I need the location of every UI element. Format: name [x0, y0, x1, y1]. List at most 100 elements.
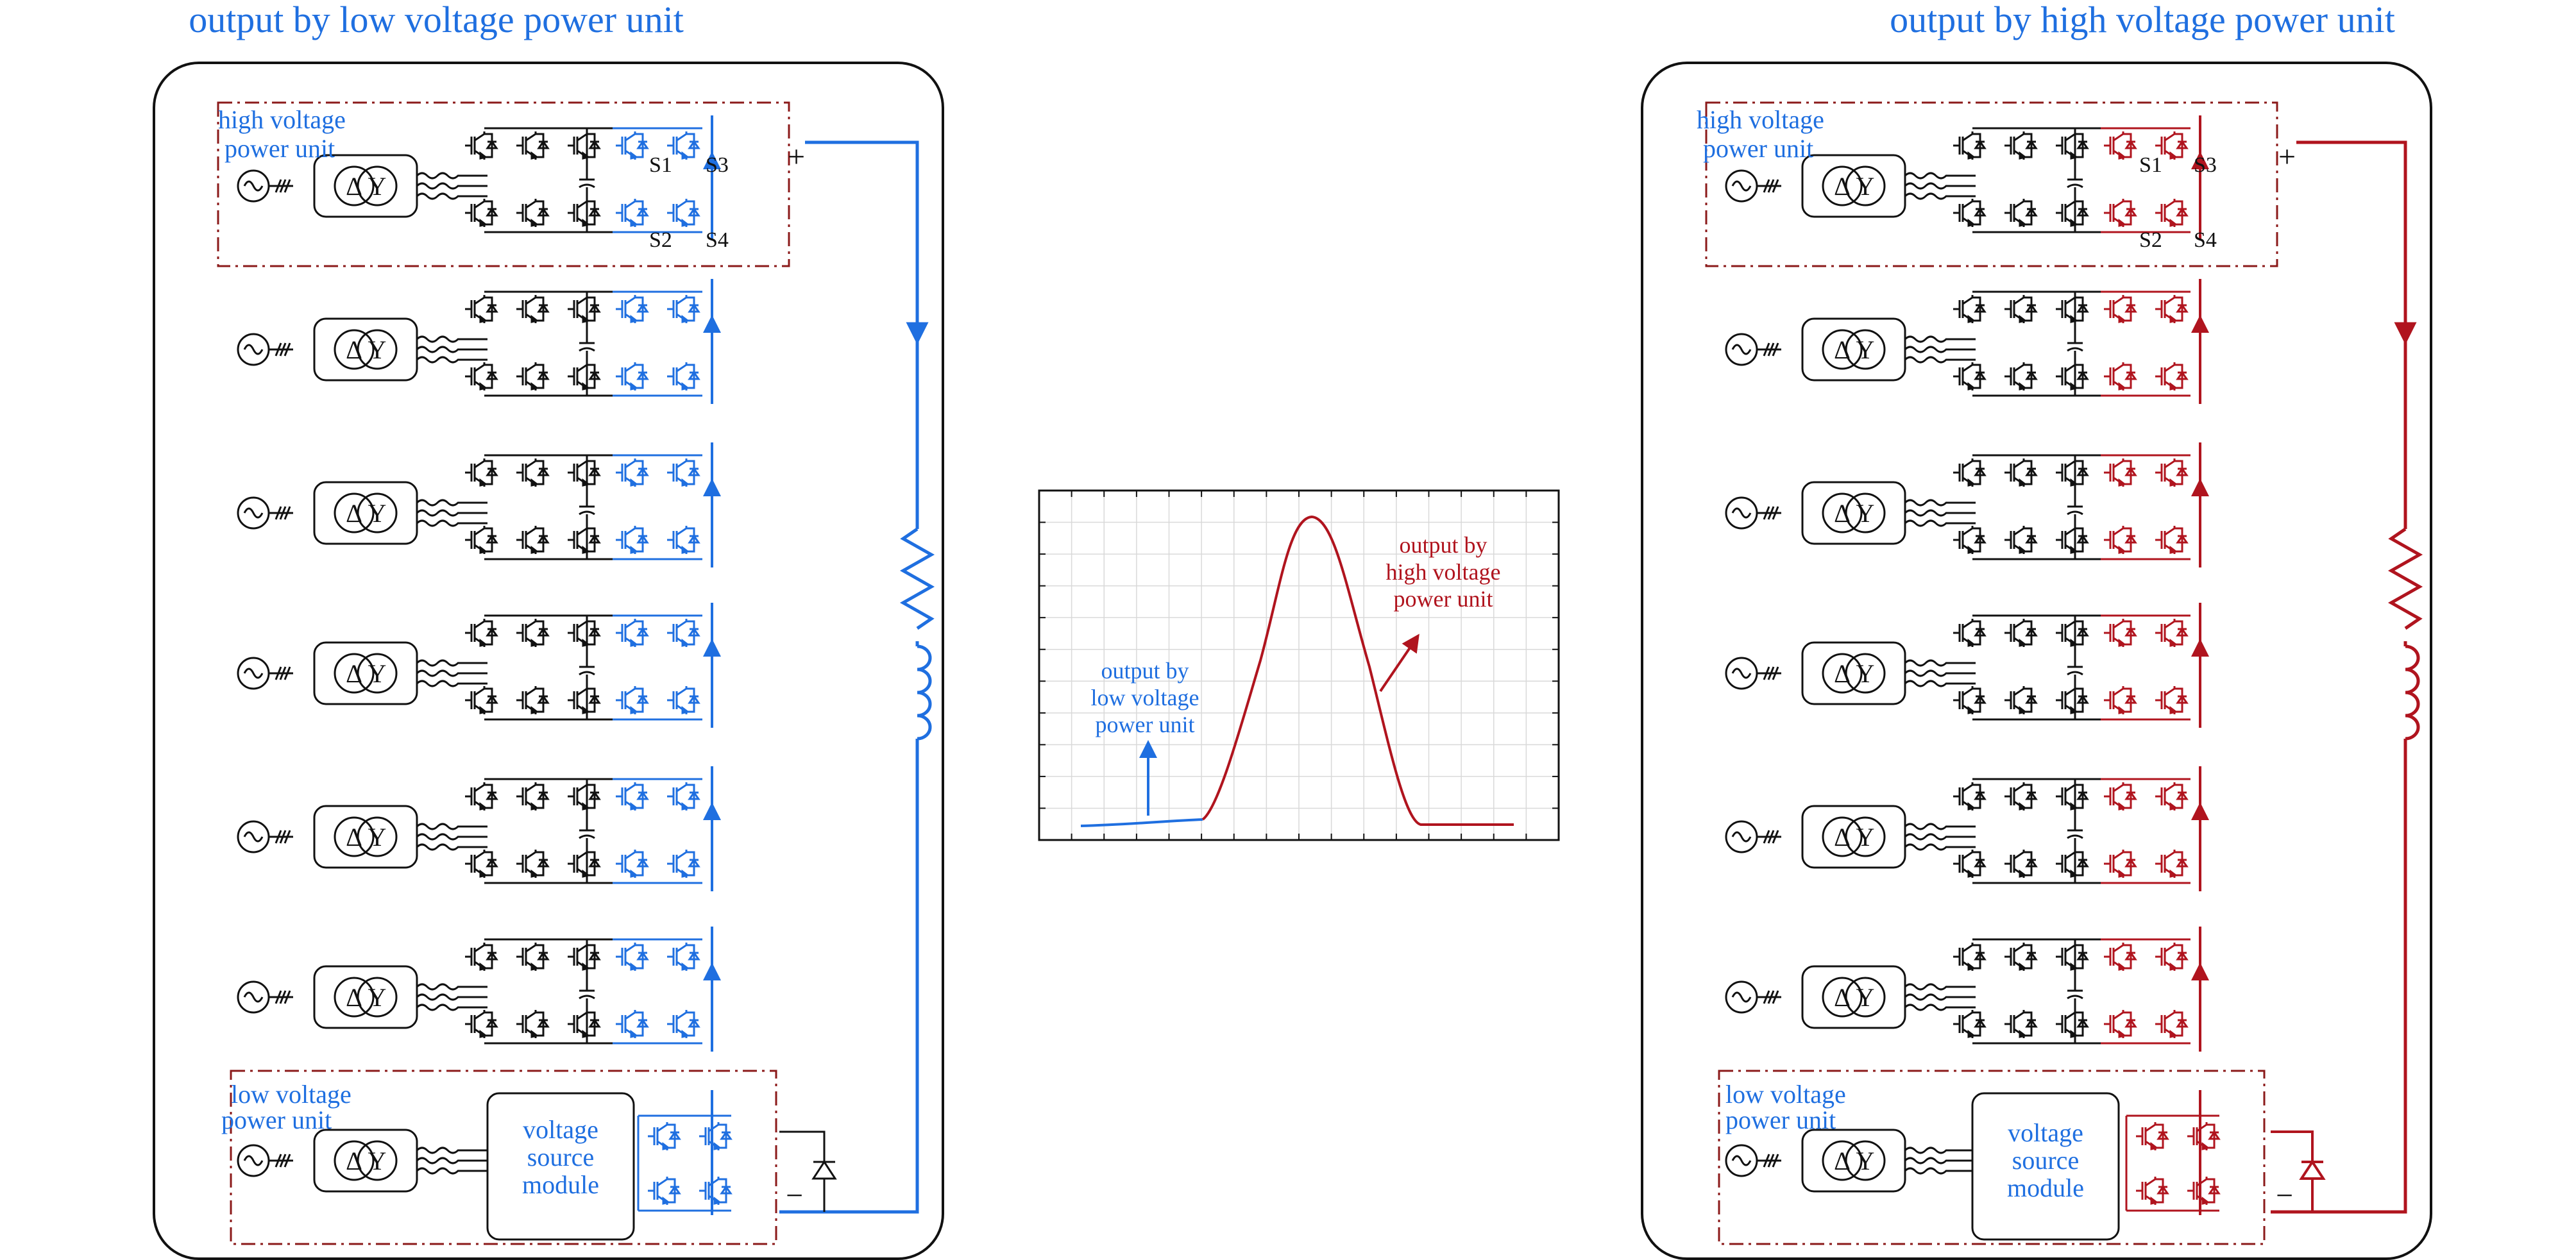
- high-voltage-output-curve: [1201, 515, 1514, 826]
- left-vsm-label-line2: source: [527, 1143, 594, 1172]
- igbt-switch-icon: [465, 782, 498, 811]
- transformer-output-leads: [416, 335, 487, 364]
- left-hv-unit-label-line2: power unit: [225, 134, 335, 163]
- igbt-switch-icon: [568, 458, 601, 487]
- ac-source-icon: [237, 1144, 293, 1177]
- igbt-switch-icon: [2004, 619, 2038, 647]
- left-switch-s3: S3: [706, 153, 729, 177]
- right-panel-frame: [1641, 62, 2432, 1260]
- right-vsm-label-line2: source: [2012, 1146, 2079, 1175]
- right-lv-unit-label-line2: power unit: [1725, 1105, 1836, 1134]
- igbt-switch-icon: [568, 850, 601, 878]
- igbt-switch-icon: [2004, 295, 2038, 323]
- low-voltage-output-curve: [1080, 818, 1203, 827]
- igbt-switch-icon: [1953, 199, 1987, 227]
- igbt-switch-icon: [2155, 850, 2189, 878]
- transformer-output-leads: [1904, 983, 1976, 1011]
- igbt-switch-icon: [699, 1122, 733, 1150]
- igbt-switch-icon: [2187, 1177, 2221, 1205]
- right-hv-unit-label-line1: high voltage: [1697, 105, 1824, 134]
- transformer-output-leads: [416, 1147, 487, 1175]
- igbt-switch-icon: [1953, 526, 1987, 554]
- h-bridge-wiring: [613, 938, 702, 1045]
- delta-winding-label: Δ: [1834, 983, 1851, 1012]
- transformer-output-leads: [1904, 659, 1976, 687]
- igbt-switch-icon: [616, 943, 649, 971]
- igbt-switch-icon: [2104, 943, 2137, 971]
- hv-unit-dashed-frame: [217, 101, 790, 267]
- igbt-switch-icon: [2104, 1010, 2137, 1038]
- igbt-switch-icon: [2155, 782, 2189, 811]
- h-bridge-wiring: [2101, 290, 2190, 397]
- igbt-switch-icon: [1953, 686, 1987, 714]
- left-load-branch: [779, 140, 935, 1214]
- igbt-switch-icon: [568, 526, 601, 554]
- left-panel-frame: [153, 62, 944, 1260]
- igbt-switch-icon: [2136, 1122, 2169, 1150]
- delta-winding-label: Δ: [346, 499, 362, 528]
- ac-source-icon: [1725, 333, 1781, 366]
- lv-h-bridge-wiring: [637, 1114, 731, 1212]
- delta-winding-label: Δ: [346, 335, 362, 364]
- delta-winding-label: Δ: [346, 659, 362, 688]
- transformer-output-leads: [416, 983, 487, 1011]
- igbt-switch-icon: [616, 619, 649, 647]
- igbt-switch-icon: [2104, 619, 2137, 647]
- ac-source-icon: [237, 169, 293, 203]
- igbt-switch-icon: [1953, 295, 1987, 323]
- left-freewheel-diode: [779, 1130, 837, 1212]
- delta-winding-label: Δ: [1834, 335, 1851, 364]
- ac-source-icon: [1725, 820, 1781, 853]
- igbt-switch-icon: [667, 295, 700, 323]
- igbt-switch-icon: [2004, 782, 2038, 811]
- igbt-switch-icon: [1953, 619, 1987, 647]
- igbt-switch-icon: [2004, 1010, 2038, 1038]
- igbt-switch-icon: [2155, 362, 2189, 391]
- chart-low-label-line1: output by: [1101, 658, 1189, 684]
- igbt-switch-icon: [616, 362, 649, 391]
- lv-unit-dashed-frame: [1718, 1070, 2266, 1245]
- right-minus-terminal: −: [2276, 1179, 2293, 1213]
- igbt-switch-icon: [465, 686, 498, 714]
- igbt-switch-icon: [516, 1010, 550, 1038]
- igbt-switch-icon: [516, 526, 550, 554]
- left-switch-s4: S4: [706, 228, 729, 252]
- igbt-switch-icon: [2104, 362, 2137, 391]
- high-voltage-pointer-arrow: [1379, 634, 1419, 693]
- igbt-switch-icon: [2155, 1010, 2189, 1038]
- igbt-switch-icon: [616, 131, 649, 160]
- wye-winding-label: Y: [1856, 823, 1875, 852]
- igbt-switch-icon: [2155, 295, 2189, 323]
- igbt-switch-icon: [516, 295, 550, 323]
- h-bridge-wiring: [2101, 778, 2190, 884]
- right-plus-terminal: +: [2278, 140, 2296, 174]
- igbt-switch-icon: [465, 526, 498, 554]
- igbt-switch-icon: [616, 458, 649, 487]
- igbt-switch-icon: [2104, 686, 2137, 714]
- h-bridge-wiring: [613, 127, 702, 233]
- hv-unit-dashed-frame: [1705, 101, 2278, 267]
- left-panel-title: output by low voltage power unit: [189, 0, 684, 40]
- igbt-switch-icon: [616, 686, 649, 714]
- igbt-switch-icon: [568, 131, 601, 160]
- transformer-output-leads: [1904, 335, 1976, 364]
- h-bridge-wiring: [613, 614, 702, 721]
- left-switch-s2: S2: [649, 228, 672, 252]
- igbt-switch-icon: [616, 1010, 649, 1038]
- igbt-switch-icon: [465, 943, 498, 971]
- igbt-switch-icon: [516, 199, 550, 227]
- right-lv-unit-label-line1: low voltage: [1725, 1080, 1846, 1109]
- igbt-switch-icon: [1953, 782, 1987, 811]
- left-minus-terminal: −: [786, 1179, 803, 1213]
- igbt-switch-icon: [465, 1010, 498, 1038]
- igbt-switch-icon: [568, 943, 601, 971]
- chart-low-label-line3: power unit: [1096, 712, 1195, 737]
- igbt-switch-icon: [667, 199, 700, 227]
- right-switch-s1: S1: [2139, 153, 2162, 177]
- right-panel-title: output by high voltage power unit: [1890, 0, 2395, 40]
- igbt-switch-icon: [465, 131, 498, 160]
- igbt-switch-icon: [2155, 526, 2189, 554]
- igbt-switch-icon: [2056, 295, 2089, 323]
